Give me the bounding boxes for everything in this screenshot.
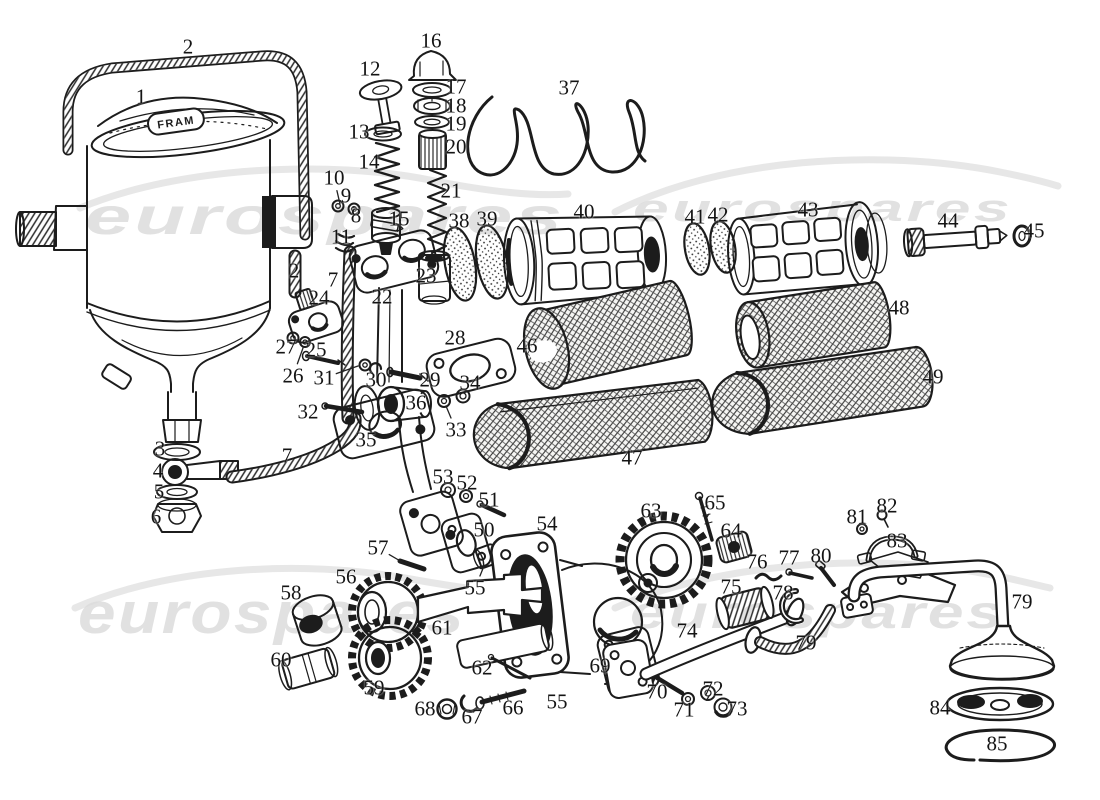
clip-67	[459, 694, 478, 713]
washer-19	[414, 115, 450, 129]
screw-29	[386, 366, 429, 382]
gauze-shell-49	[711, 345, 934, 436]
strainer-disc-84	[945, 686, 1055, 722]
nut-10	[331, 199, 345, 213]
fitting-24	[287, 287, 345, 344]
outlet-pipe-74	[602, 597, 805, 699]
screw-66	[475, 688, 527, 710]
spring-14	[373, 141, 401, 214]
nut-34	[455, 388, 471, 404]
nut-31	[358, 358, 372, 372]
bushing-60	[278, 646, 339, 691]
plug-20	[418, 129, 447, 170]
gear-59	[348, 616, 432, 700]
gasket-28	[425, 337, 517, 398]
washer-52	[459, 489, 473, 503]
valve-cup-15	[371, 207, 401, 255]
washer-81	[856, 523, 868, 535]
element-41	[683, 222, 711, 276]
clamp-76	[754, 572, 783, 582]
filter-handle	[62, 50, 311, 241]
washer-17	[412, 82, 452, 98]
sprocket-63	[615, 511, 713, 609]
pin-57	[397, 558, 427, 572]
leader-lines	[296, 190, 710, 701]
watermark-text: eurospares	[78, 581, 466, 646]
hose-7-lower	[225, 411, 362, 484]
leader-line-33	[445, 405, 452, 419]
washer-72	[700, 685, 716, 701]
fram-logo-text: FRAM	[157, 114, 196, 131]
screw-32	[321, 402, 365, 415]
leader-line-9	[352, 206, 355, 209]
screw-77	[785, 568, 814, 580]
leader-line-31	[335, 365, 359, 375]
leader-line-26	[296, 347, 304, 365]
washer-26	[299, 336, 311, 348]
swoosh	[611, 559, 1054, 612]
leader-line-10	[336, 190, 341, 205]
gauze-shell-47	[472, 378, 714, 471]
wire-ring-85	[944, 728, 1056, 763]
watermark-swooshes	[71, 156, 1062, 612]
washer-27	[286, 331, 300, 345]
hose-79-mid	[744, 604, 836, 655]
spring-37	[466, 95, 647, 177]
swoosh	[76, 165, 572, 212]
leader-line-55	[479, 565, 485, 577]
nut-53	[440, 482, 456, 498]
clamp-78	[779, 587, 804, 624]
spring-21	[426, 168, 448, 255]
fram-logo: FRAM	[147, 107, 205, 136]
pin-51	[476, 500, 507, 518]
tube-44	[902, 224, 1008, 258]
washer-71	[681, 692, 695, 706]
nut-73	[713, 697, 733, 718]
nut-18	[413, 97, 451, 115]
screw-65	[694, 491, 714, 542]
link-36	[376, 385, 464, 557]
pin-62	[487, 653, 532, 680]
washer-9	[347, 202, 361, 216]
clip-11	[334, 232, 356, 253]
link-22	[332, 229, 440, 460]
leader-line-72	[705, 695, 710, 701]
leader-line-65	[706, 513, 710, 518]
filter-cage-43	[727, 201, 888, 296]
hose-75	[715, 585, 775, 631]
ring-45	[1012, 224, 1032, 248]
washer-30	[368, 362, 383, 375]
drain-fittings-3-6	[152, 443, 239, 533]
washer-13	[364, 126, 402, 142]
pin-8	[370, 219, 404, 232]
washer-33	[437, 394, 451, 408]
nut-68	[436, 698, 458, 720]
bushing-58	[291, 594, 343, 647]
gauze-48	[735, 281, 892, 369]
swoosh	[611, 156, 1062, 216]
screw-80	[815, 560, 836, 587]
gauze-46	[522, 279, 693, 390]
pickup-pipe-79	[840, 559, 1056, 681]
screw-82	[876, 509, 889, 528]
filter-cage-40	[502, 215, 668, 306]
gasket-50	[440, 512, 492, 574]
oil-filter-canister: FRAM	[15, 96, 313, 443]
hose-7-vertical	[340, 245, 357, 425]
valve-cap-12	[358, 79, 403, 136]
clamp-83	[856, 535, 927, 565]
leader-line-57	[388, 553, 403, 563]
nut-64	[715, 530, 753, 564]
shaft-61	[456, 621, 554, 669]
dome-nut-16	[408, 50, 457, 81]
screw-25	[301, 350, 346, 366]
element-38	[442, 226, 478, 302]
